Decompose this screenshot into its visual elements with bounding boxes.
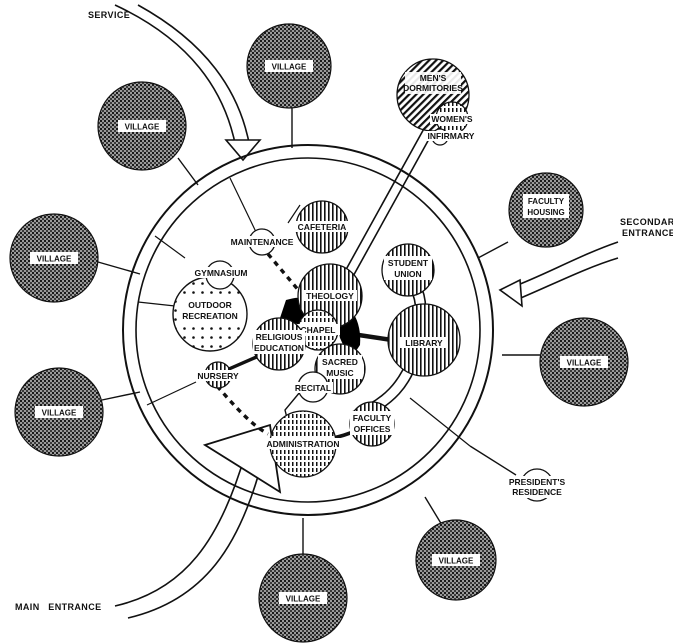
- administration-label: ADMINISTRATION: [266, 439, 339, 449]
- presidents-residence-label-1: PRESIDENT'S: [509, 477, 566, 487]
- village-upper-left: VILLAGE: [97, 81, 187, 171]
- recital-label: RECITAL: [295, 383, 331, 393]
- gymnasium: GYMNASIUM: [192, 260, 250, 290]
- faculty-offices: FACULTY OFFICES: [349, 401, 395, 447]
- village-top-label: VILLAGE: [272, 63, 307, 72]
- presidents-residence-label-2: RESIDENCE: [512, 487, 562, 497]
- faculty-offices-label-1: FACULTY: [353, 413, 392, 423]
- village-bottom: VILLAGE: [258, 553, 348, 643]
- dormitory-walkway: [342, 124, 435, 281]
- village-lower-right-label: VILLAGE: [439, 557, 474, 566]
- village-lower-left-label: VILLAGE: [42, 409, 77, 418]
- village-top: VILLAGE: [246, 23, 332, 109]
- outdoor-recreation: OUTDOOR RECREATION: [172, 276, 248, 352]
- faculty-housing-label-2: HOUSING: [527, 208, 564, 217]
- student-union: STUDENT UNION: [381, 243, 435, 297]
- infirmary: INFIRMARY: [426, 128, 476, 146]
- religious-education: RELIGIOUS EDUCATION: [252, 317, 306, 371]
- library: LIBRARY: [387, 303, 461, 377]
- main-entrance-label: MAIN ENTRANCE: [15, 602, 102, 612]
- faculty-housing-label-1: FACULTY: [528, 197, 565, 206]
- outdoor-recreation-label-1: OUTDOOR: [188, 300, 231, 310]
- service-entrance-label: SERVICE: [88, 10, 130, 20]
- infirmary-label: INFIRMARY: [428, 131, 475, 141]
- library-label: LIBRARY: [405, 338, 443, 348]
- sacred-music-label-1: SACRED: [322, 357, 358, 367]
- presidents-residence: PRESIDENT'S RESIDENCE: [505, 468, 569, 502]
- religious-education-label-2: EDUCATION: [254, 343, 304, 353]
- inner-ring-road: [135, 157, 481, 503]
- religious-education-label-1: RELIGIOUS: [256, 332, 303, 342]
- maintenance: MAINTENANCE: [228, 228, 296, 256]
- village-right-label: VILLAGE: [567, 359, 602, 368]
- gymnasium-label: GYMNASIUM: [195, 268, 248, 278]
- student-union-label-1: STUDENT: [388, 258, 429, 268]
- ring-spokes: [97, 108, 540, 555]
- village-right: VILLAGE: [539, 317, 629, 407]
- village-lower-right: VILLAGE: [415, 519, 497, 601]
- mens-dormitories-label-2: DORMITORIES: [403, 83, 463, 93]
- secondary-entrance-arrow: [498, 241, 619, 308]
- chapel-label: CHAPEL: [301, 325, 336, 335]
- theology-label: THEOLOGY: [306, 291, 354, 301]
- womens-label: WOMEN'S: [431, 114, 473, 124]
- secondary-entrance-label-2: ENTRANCE: [622, 228, 673, 238]
- service-entrance-arrow: [114, 4, 262, 162]
- cafeteria: CAFETERIA: [294, 200, 350, 254]
- outer-ring-road: [122, 144, 494, 516]
- nursery: NURSERY: [192, 361, 244, 389]
- village-bottom-label: VILLAGE: [286, 595, 321, 604]
- village-left: VILLAGE: [9, 213, 99, 303]
- village-upper-left-label: VILLAGE: [125, 123, 160, 132]
- sacred-music-label-2: MUSIC: [326, 368, 353, 378]
- mens-dormitories-label-1: MEN'S: [420, 73, 447, 83]
- secondary-entrance-label-1: SECONDARY: [620, 217, 673, 227]
- faculty-offices-label-2: OFFICES: [354, 424, 391, 434]
- student-union-label-2: UNION: [394, 269, 421, 279]
- outdoor-recreation-label-2: RECREATION: [182, 311, 238, 321]
- administration: ADMINISTRATION: [262, 410, 344, 478]
- faculty-housing: FACULTY HOUSING: [508, 172, 584, 248]
- womens-dormitory: WOMEN'S: [430, 101, 474, 135]
- recital: RECITAL: [293, 371, 333, 403]
- village-left-label: VILLAGE: [37, 255, 72, 264]
- nursery-label: NURSERY: [197, 371, 239, 381]
- main-entrance-arrow: [114, 423, 282, 619]
- mens-dormitories: MEN'S DORMITORIES: [396, 58, 470, 132]
- cafeteria-label: CAFETERIA: [298, 222, 347, 232]
- maintenance-label: MAINTENANCE: [231, 237, 294, 247]
- village-lower-left: VILLAGE: [14, 367, 104, 457]
